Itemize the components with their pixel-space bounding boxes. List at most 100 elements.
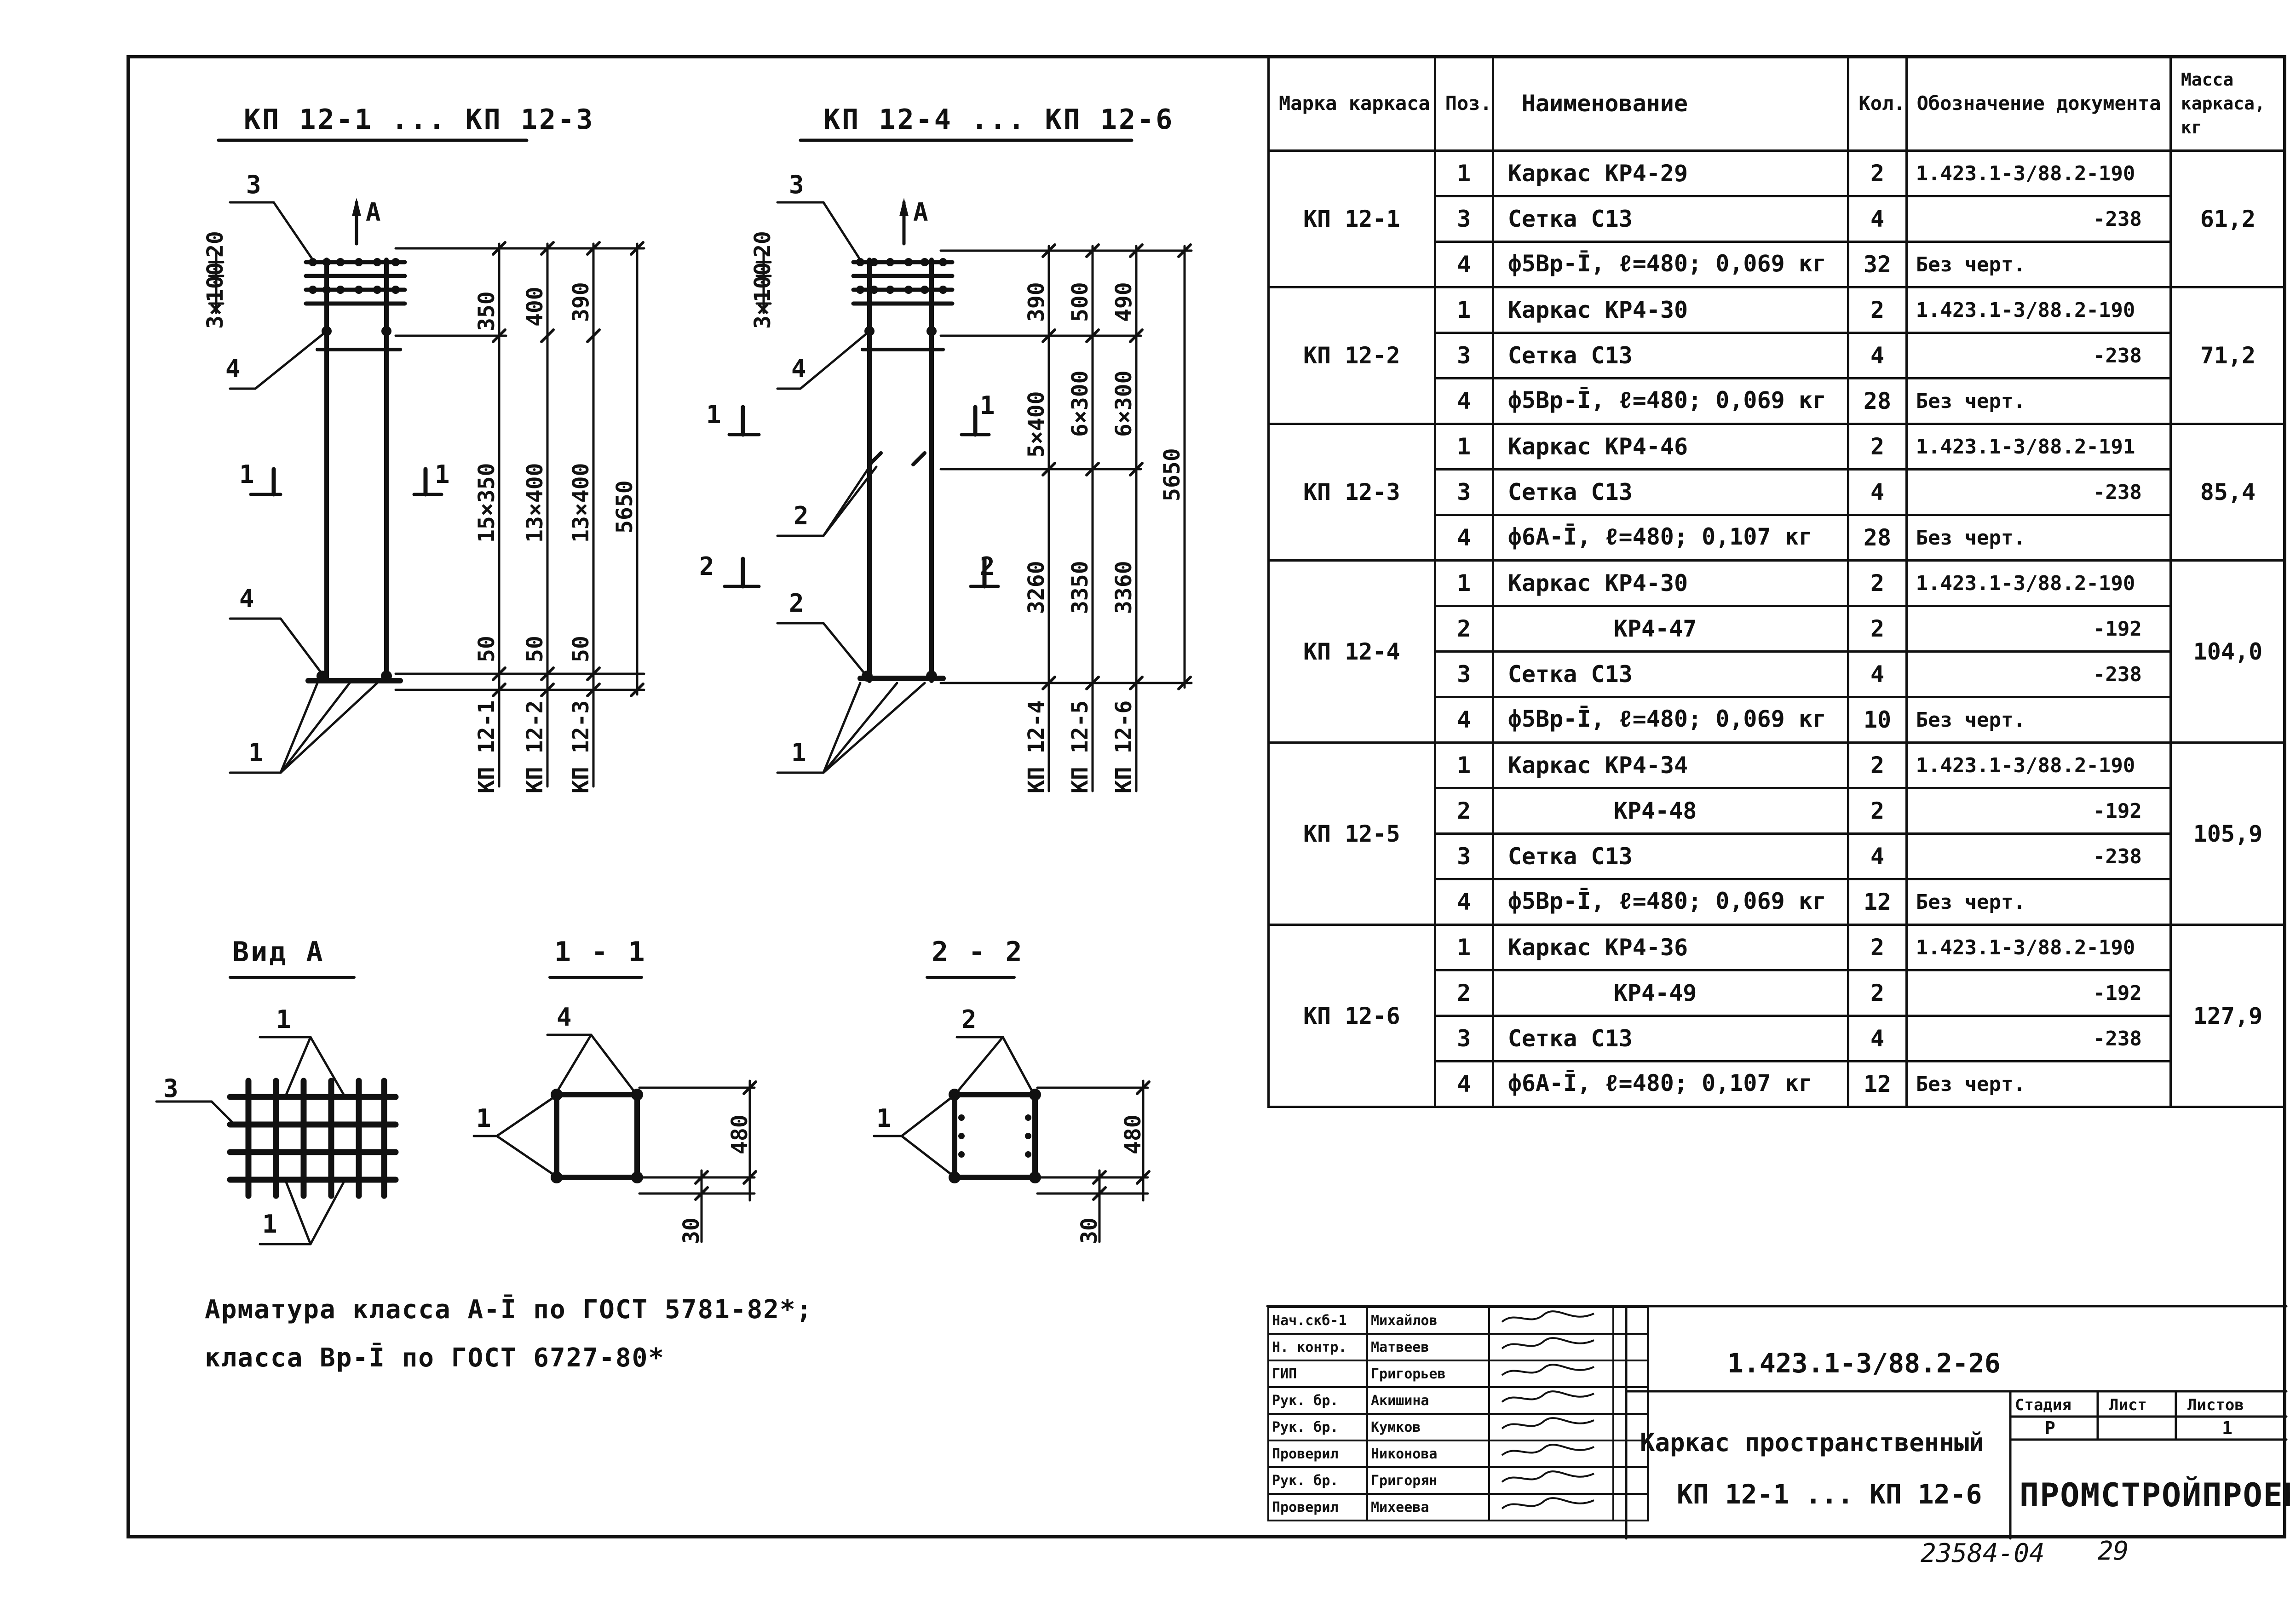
qty-cell: 2 — [1847, 605, 1908, 653]
staff-role: ГИП — [1267, 1360, 1368, 1388]
sec11-dim-480: 480 — [727, 1114, 753, 1154]
doc-cell: Без черт. — [1905, 878, 2172, 926]
sec11-callout-1: 1 — [476, 1104, 491, 1133]
qty-cell: 2 — [1847, 286, 1908, 334]
pos-cell: 1 — [1433, 423, 1494, 471]
date-cell — [1612, 1440, 1649, 1468]
staff-row: Рук. бр.Григорян — [1267, 1466, 1649, 1495]
doc-cell: Без черт. — [1905, 241, 2172, 288]
header-qty: Кол. — [1847, 55, 1908, 152]
name-cell: КР4-49 — [1491, 969, 1850, 1017]
section-2-2-drawing — [873, 976, 1151, 1243]
right-dim-total: 5650 — [1159, 448, 1185, 501]
staff-name: Кумков — [1366, 1413, 1490, 1441]
header-mark: Марка каркаса — [1267, 55, 1436, 152]
doc-cell: -192 — [1905, 605, 2172, 653]
pos-cell: 4 — [1433, 878, 1494, 926]
left-dim-50-a: 50 — [474, 636, 500, 662]
signature-mark — [1501, 1470, 1594, 1483]
name-cell: Сетка С13 — [1491, 468, 1850, 516]
name-cell: Сетка С13 — [1491, 650, 1850, 698]
doc-cell: -238 — [1905, 332, 2172, 379]
view-a-title: Вид А — [232, 936, 325, 968]
pos-cell: 3 — [1433, 1015, 1494, 1062]
right-dim-500: 500 — [1067, 282, 1093, 322]
left-dim-390: 390 — [568, 282, 594, 322]
right-callout-1: 1 — [791, 738, 806, 767]
doc-cell: Без черт. — [1905, 1060, 2172, 1108]
doc-code: 1.423.1-3/88.2-26 — [1727, 1348, 2001, 1379]
right-callout-2-top: 2 — [794, 501, 809, 530]
doc-cell: -192 — [1905, 787, 2172, 835]
header-name: Наименование — [1491, 55, 1850, 152]
specification-table: Марка каркаса Поз. Наименование Кол. Обо… — [1267, 55, 2287, 1108]
stage-value: Р — [2045, 1418, 2055, 1438]
qty-cell: 28 — [1847, 514, 1908, 562]
name-cell: ф5Вр-Ī, ℓ=480; 0,069 кг — [1491, 241, 1850, 288]
name-cell: ф6А-Ī, ℓ=480; 0,107 кг — [1491, 1060, 1850, 1108]
pos-cell: 1 — [1433, 149, 1494, 197]
signature-mark — [1501, 1310, 1594, 1323]
name-cell: Сетка С13 — [1491, 332, 1850, 379]
date-cell — [1612, 1333, 1649, 1361]
right-dim-5x400: 5×400 — [1024, 391, 1049, 458]
pos-cell: 1 — [1433, 741, 1494, 789]
right-dim-490: 490 — [1111, 282, 1137, 322]
right-dim-6x300-a: 6×300 — [1067, 370, 1093, 437]
right-section-2-marker: 2 — [699, 552, 714, 581]
mark-cell: КП 12-4 — [1267, 559, 1436, 744]
staff-row: Рук. бр.Акишина — [1267, 1386, 1649, 1415]
qty-cell: 4 — [1847, 1015, 1908, 1062]
left-arrow-a-label: А — [366, 198, 381, 227]
sec22-dim-480: 480 — [1120, 1114, 1146, 1154]
qty-cell: 2 — [1847, 924, 1908, 971]
name-cell: ф6А-Ī, ℓ=480; 0,107 кг — [1491, 514, 1850, 562]
doc-cell: -238 — [1905, 832, 2172, 880]
qty-cell: 2 — [1847, 787, 1908, 835]
right-callout-3: 3 — [789, 170, 804, 199]
left-dim-400: 400 — [522, 287, 548, 327]
name-cell: Каркас КР4-34 — [1491, 741, 1850, 789]
doc-cell: 1.423.1-3/88.2-191 — [1905, 423, 2172, 471]
right-mark-kp12-5: КП 12-5 — [1067, 700, 1093, 793]
left-view-title: КП 12-1 ... КП 12-3 — [244, 103, 595, 136]
qty-cell: 32 — [1847, 241, 1908, 288]
pos-cell: 4 — [1433, 377, 1494, 425]
view-a-drawing — [155, 976, 399, 1245]
section-2-2-title: 2 - 2 — [932, 936, 1024, 968]
mass-cell: 104,0 — [2169, 559, 2287, 744]
sec22-callout-1: 1 — [876, 1104, 892, 1133]
archive-number: 23584-04 — [1921, 1538, 2045, 1568]
pos-cell: 3 — [1433, 650, 1494, 698]
sec11-callout-4: 4 — [557, 1003, 572, 1032]
staff-row: Рук. бр.Кумков — [1267, 1413, 1649, 1441]
sec22-dim-30: 30 — [1076, 1217, 1102, 1244]
doc-cell: -238 — [1905, 468, 2172, 516]
qty-cell: 2 — [1847, 741, 1908, 789]
staff-role: Нач.скб-1 — [1267, 1306, 1368, 1335]
right-dim-3x100: 3×100 — [750, 262, 776, 329]
signature-cell — [1488, 1333, 1614, 1361]
staff-role: Рук. бр. — [1267, 1413, 1368, 1441]
name-cell: Каркас КР4-30 — [1491, 286, 1850, 334]
name-cell: Сетка С13 — [1491, 1015, 1850, 1062]
qty-cell: 2 — [1847, 423, 1908, 471]
mass-cell: 105,9 — [2169, 741, 2287, 926]
header-pos: Поз. — [1433, 55, 1494, 152]
date-cell — [1612, 1493, 1649, 1521]
doc-cell: 1.423.1-3/88.2-190 — [1905, 286, 2172, 334]
staff-role: Проверил — [1267, 1440, 1368, 1468]
name-cell: ф5Вр-Ī, ℓ=480; 0,069 кг — [1491, 696, 1850, 744]
